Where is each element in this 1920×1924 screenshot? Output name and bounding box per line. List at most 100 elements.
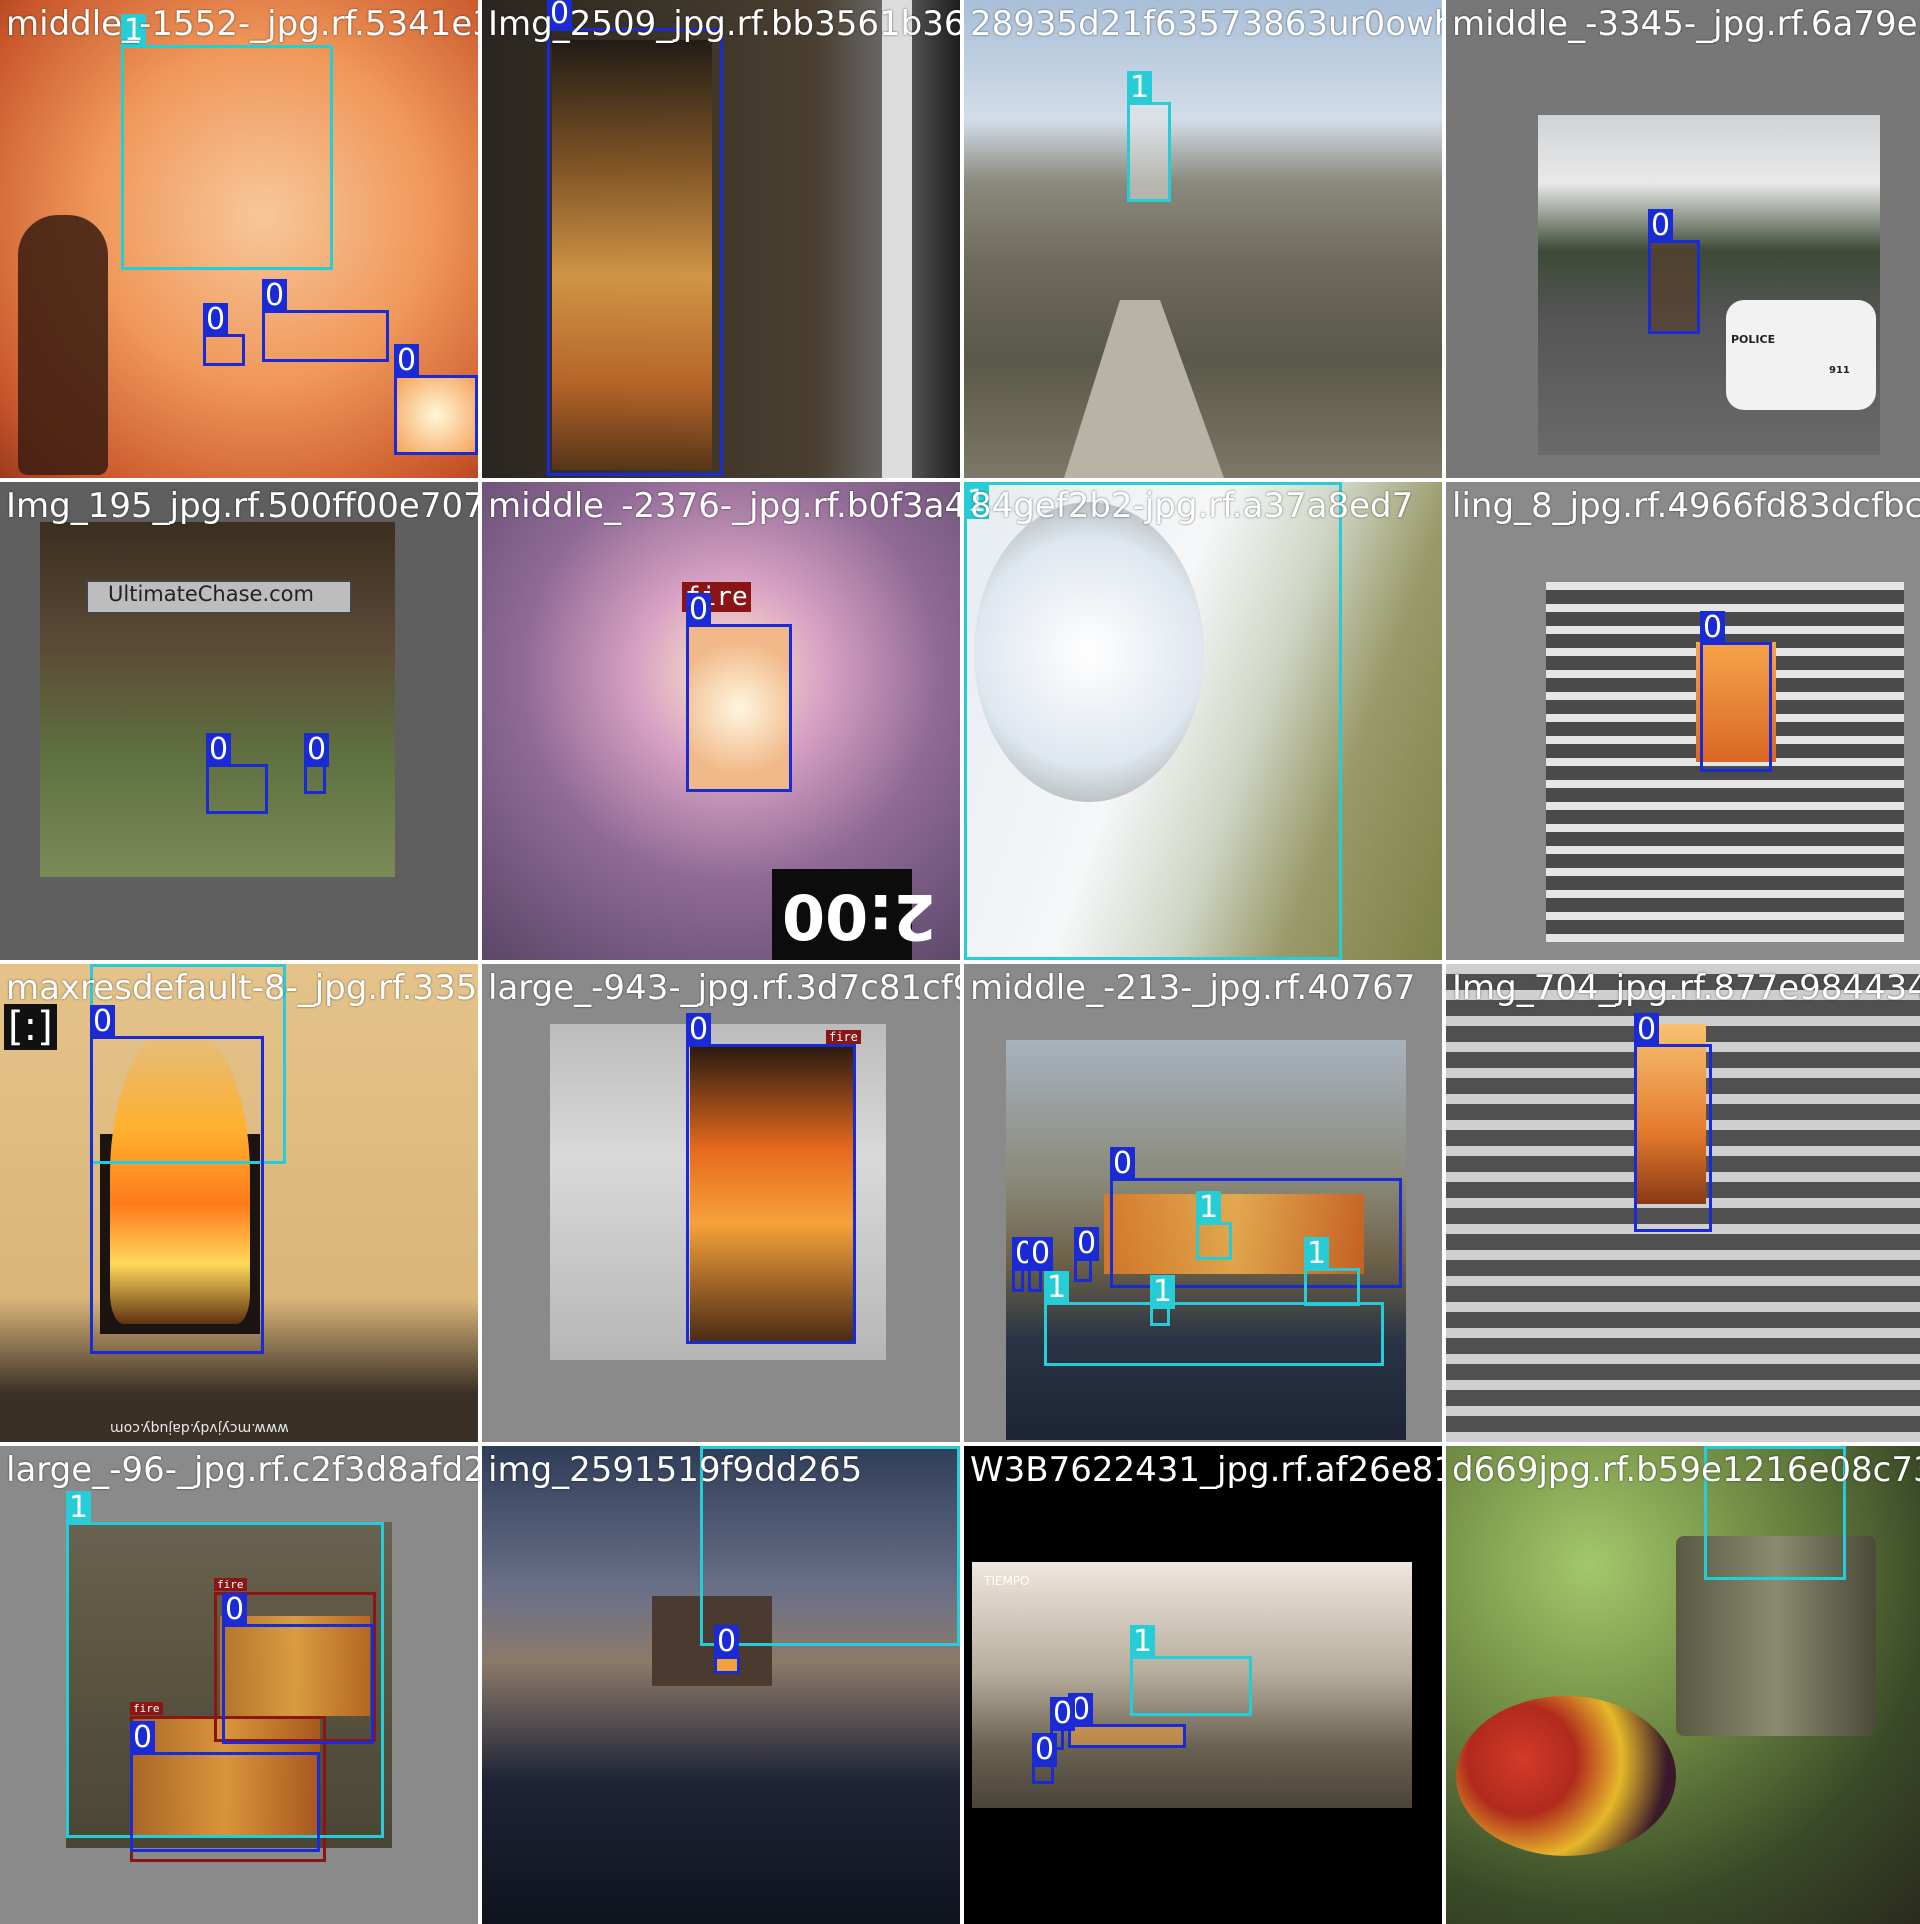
fire-tag: fire [826,1030,861,1044]
detection-box-fire: 0 [203,303,245,366]
detection-box-smoke: 1 [66,1491,384,1838]
police-car [1726,300,1876,410]
class-label: 0 [1032,1733,1058,1767]
detection-box-fire: 0 [1700,611,1772,772]
fire-tag: fire [130,1702,163,1715]
class-label: 1 [1304,1237,1330,1271]
class-label: 0 [547,0,573,31]
class-label: 0 [1700,611,1726,645]
tile-filename: Img_704_jpg.rf.877e98443465 [1452,968,1920,1008]
class-label: 0 [1648,209,1674,243]
tile-filename: middle_-213-_jpg.rf.40767 [970,968,1416,1008]
tile-filename: large_-943-_jpg.rf.3d7c81cf9e48f5e72130 [488,968,960,1008]
tile-filename: middle_-2376-_jpg.rf.b0f3a4 [488,486,960,526]
detection-box-fire: 0 [222,1593,374,1744]
pot [1676,1536,1876,1736]
detection-box-fire: 0 [206,733,268,814]
class-label: 1 [1127,71,1153,105]
peppers [1456,1696,1676,1856]
fire-patch [220,1616,370,1716]
tile-15: TIEMPO 1 0 0 0 W3B7622431_jpg.rf.af26e81… [964,1446,1442,1924]
detection-box-smoke: 1 [1704,1446,1846,1580]
detection-box-fire: 0 [1032,1733,1058,1784]
detection-box-fire: 0 [1074,1227,1100,1282]
detection-box-fire: 0 [1068,1693,1186,1748]
detection-box-smoke: 1 [964,482,1342,960]
tile-4: POLICE 911 0 middle_-3345-_jpg.rf.6a79e3 [1446,0,1920,478]
detection-box-fire: 0 [1634,1013,1712,1232]
class-label: 1 [90,964,116,967]
timer-box [772,869,912,960]
class-label: 0 [686,1013,712,1047]
detection-box-smoke: 1 [1127,71,1171,202]
tile-2: 0 Img_2509_jpg.rf.bb3561b36 [482,0,960,478]
class-label: 1 [1130,1625,1156,1659]
detection-box-fire: 0 [394,344,478,455]
tile-3: 1 28935d21f63573863ur0owhq [964,0,1442,478]
tile-filename: large_-96-_jpg.rf.c2f3d8afd2b38 [6,1450,478,1490]
detection-box-smoke: 1 [1196,1191,1232,1260]
detection-box-fire: 0 [304,733,330,794]
fire-patch [130,1716,320,1836]
tile-9: [:] www.mcyjvdy.dajuqy.com 1 0 maxresdef… [0,964,478,1442]
class-label: 0 [686,593,712,627]
tile-5: UltimateChase.com 0 0 Img_195_jpg.rf.500… [0,482,478,960]
cathedral [652,1596,772,1686]
flames [110,1024,250,1324]
class-label: 0 [394,344,420,378]
class-label: 0 [1110,1147,1136,1181]
bottom-caption: www.mcyjvdy.dajuqy.com [110,1420,289,1436]
photo [40,522,395,877]
class-label: 0 [262,279,288,313]
detection-box-fire: 0 [686,1013,856,1344]
class-label: 0 [222,1593,248,1627]
edge-text: [:] [4,1004,57,1050]
tile-10: fire 0 large_-943-_jpg.rf.3d7c81cf9e48f5… [482,964,960,1442]
tile-image [964,0,1442,478]
detection-box-smoke: 1 [121,14,333,270]
tile-filename: W3B7622431_jpg.rf.af26e81c0 [970,1450,1442,1490]
detection-box-fire: 0 [1110,1147,1402,1288]
tile-8: 0 ling_8_jpg.rf.4966fd83dcfbc7 [1446,482,1920,960]
photo [972,1562,1412,1808]
class-label: 1 [66,1491,92,1525]
grid-divider [0,478,1920,482]
detection-box-fire: 0 [686,593,792,792]
tile-filename: Img_195_jpg.rf.500ff00e707 [6,486,478,526]
detection-box-smoke: 1 [1130,1625,1252,1716]
tile-16: 1 d669jpg.rf.b59e1216e08c73 [1446,1446,1920,1924]
tile-7: 1 84gef2b2-jpg.rf.a37a8ed7 [964,482,1442,960]
police-car-number: 911 [1829,365,1850,376]
fire-column [552,40,712,470]
station-text: TIEMPO [984,1574,1030,1588]
detection-box-fire: 0 [130,1721,320,1852]
tile-filename: 28935d21f63573863ur0owhq [970,4,1442,44]
ground-truth-box [214,1592,376,1742]
class-label: 0 [1050,1697,1076,1731]
class-label: 0 [1028,1237,1054,1271]
class-label: 1 [964,485,990,519]
class-label: 0 [203,303,229,337]
firefighter-silhouette [18,215,108,475]
fire-on-stairs [1696,642,1776,762]
white-post [882,0,912,478]
class-label: 0 [130,1721,156,1755]
fire-tag: fire [214,1578,247,1591]
tile-11: 0 1 1 1 0 0 0 1 middle_-213-_jpg.rf.4076… [964,964,1442,1442]
detection-box-fire: 0 [714,1625,740,1674]
class-label: 1 [700,1446,726,1449]
smoke-cloud [974,502,1204,802]
class-label: 0 [1074,1227,1100,1261]
watermark-text: UltimateChase.com [108,582,314,606]
tile-filename: Img_2509_jpg.rf.bb3561b36 [488,4,960,44]
grid-divider [0,960,1920,964]
tile-14: 1 0 img_2591519f9dd265 [482,1446,960,1924]
detection-box-fire: 0 [1028,1237,1054,1292]
tile-13: fire fire 1 0 0 large_-96-_jpg.rf.c2f3d8… [0,1446,478,1924]
detection-box-smoke: 1 [700,1446,960,1646]
detection-box-smoke: 1 [1304,1237,1360,1306]
detection-box-fire: 0 [1648,209,1700,334]
tile-filename: 84gef2b2-jpg.rf.a37a8ed7 [970,486,1414,526]
watermark-banner [86,580,352,614]
